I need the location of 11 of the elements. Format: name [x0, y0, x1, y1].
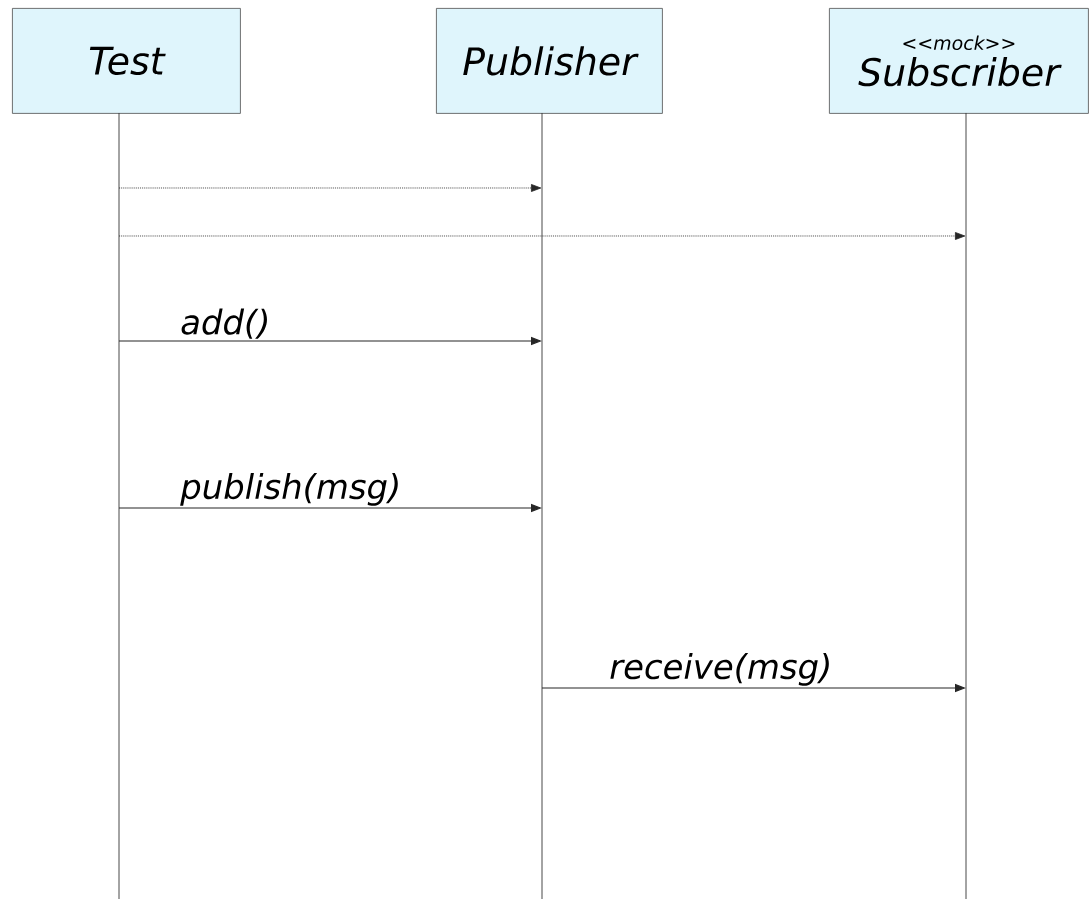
message-label: add() [179, 307, 272, 340]
lifeline [118, 112, 120, 899]
lifeline-header-box: Publisher [436, 8, 663, 114]
lifeline [965, 112, 967, 899]
lifeline-header-box: <<mock>> Subscriber [829, 8, 1089, 114]
message-arrow [118, 232, 966, 240]
message-arrow [118, 184, 542, 192]
lifeline-header-box: Test [12, 8, 241, 114]
message-label: receive(msg) [608, 652, 834, 687]
message-label: publish(msg) [179, 472, 403, 507]
lifeline [541, 112, 543, 899]
